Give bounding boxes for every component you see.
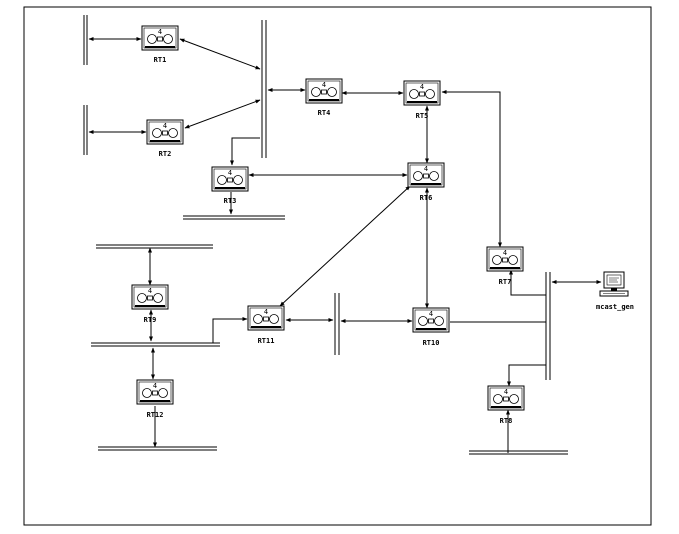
- router-badge: 4: [322, 81, 326, 89]
- router-rt8[interactable]: 4 RT8: [487, 385, 525, 425]
- router-badge: 4: [420, 83, 424, 91]
- router-label: RT12: [147, 411, 164, 419]
- lan-segments: [83, 15, 568, 455]
- router-rt5[interactable]: 4 RT5: [403, 80, 441, 120]
- router-rt12[interactable]: 4 RT12: [136, 379, 174, 419]
- router-badge: 4: [264, 308, 268, 316]
- router-badge: 4: [148, 287, 152, 295]
- router-badge: 4: [158, 28, 162, 36]
- router-rt7[interactable]: 4 RT7: [486, 246, 524, 286]
- network-links: [88, 37, 602, 453]
- lan-bus-rt9-bottom: [91, 342, 220, 347]
- router-label: RT9: [144, 316, 157, 324]
- router-badge: 4: [228, 169, 232, 177]
- lan-bus-rt12: [98, 446, 217, 451]
- router-rt2[interactable]: 4 RT2: [146, 119, 184, 158]
- lan-bus-rt3: [183, 215, 285, 220]
- router-label: RT3: [224, 197, 237, 205]
- router-rt10[interactable]: 4 RT10: [412, 307, 450, 347]
- router-badge: 4: [163, 122, 167, 130]
- router-label: RT7: [499, 278, 512, 286]
- router-label: RT11: [258, 337, 275, 345]
- router-label: RT4: [318, 109, 331, 117]
- router-badge: 4: [503, 249, 507, 257]
- link-rt5-rt7: [441, 90, 502, 248]
- link-rt1-backbone: [179, 38, 261, 70]
- router-badge: 4: [424, 165, 428, 173]
- diagram-frame: [23, 6, 652, 526]
- lan-bus-rt9-top: [96, 244, 213, 249]
- link-rt6-rt11: [279, 185, 411, 307]
- router-label: RT1: [154, 56, 167, 64]
- router-rt4[interactable]: 4 RT4: [305, 78, 343, 117]
- host-label: mcast_gen: [596, 303, 634, 311]
- link-backbone-rt3: [230, 137, 260, 166]
- router-label: RT6: [420, 194, 433, 202]
- router-label: RT5: [416, 112, 429, 120]
- lan-bus-backbone: [261, 20, 267, 158]
- host-mcast-gen[interactable]: mcast_gen: [596, 271, 634, 311]
- router-rt1[interactable]: 4 RT1: [141, 25, 179, 64]
- router-label: RT2: [159, 150, 172, 158]
- router-rt6[interactable]: 4 RT6: [407, 162, 445, 202]
- lan-bus-rt1: [83, 15, 88, 65]
- link-rt11-lan-rt9: [212, 317, 248, 343]
- lan-bus-host: [545, 272, 551, 380]
- router-badge: 4: [429, 310, 433, 318]
- router-label: RT10: [423, 339, 440, 347]
- link-rt7-hostlan: [509, 269, 546, 296]
- lan-bus-center: [334, 293, 340, 355]
- router-badge: 4: [504, 388, 508, 396]
- router-badge: 4: [153, 382, 157, 390]
- router-rt9[interactable]: 4 RT9: [131, 284, 169, 324]
- lan-bus-rt8: [469, 450, 568, 455]
- router-rt11[interactable]: 4 RT11: [247, 305, 285, 345]
- router-label: RT8: [500, 417, 513, 425]
- router-rt3[interactable]: 4 RT3: [211, 166, 249, 205]
- lan-bus-rt2: [83, 105, 88, 155]
- link-rt2-backbone: [184, 99, 261, 129]
- routers: 4 RT1 4 RT2 4 RT3 4 RT4 4 RT5 4 RT6: [131, 25, 525, 425]
- workstation-icon: [599, 271, 629, 297]
- link-hostlan-rt8: [507, 364, 546, 387]
